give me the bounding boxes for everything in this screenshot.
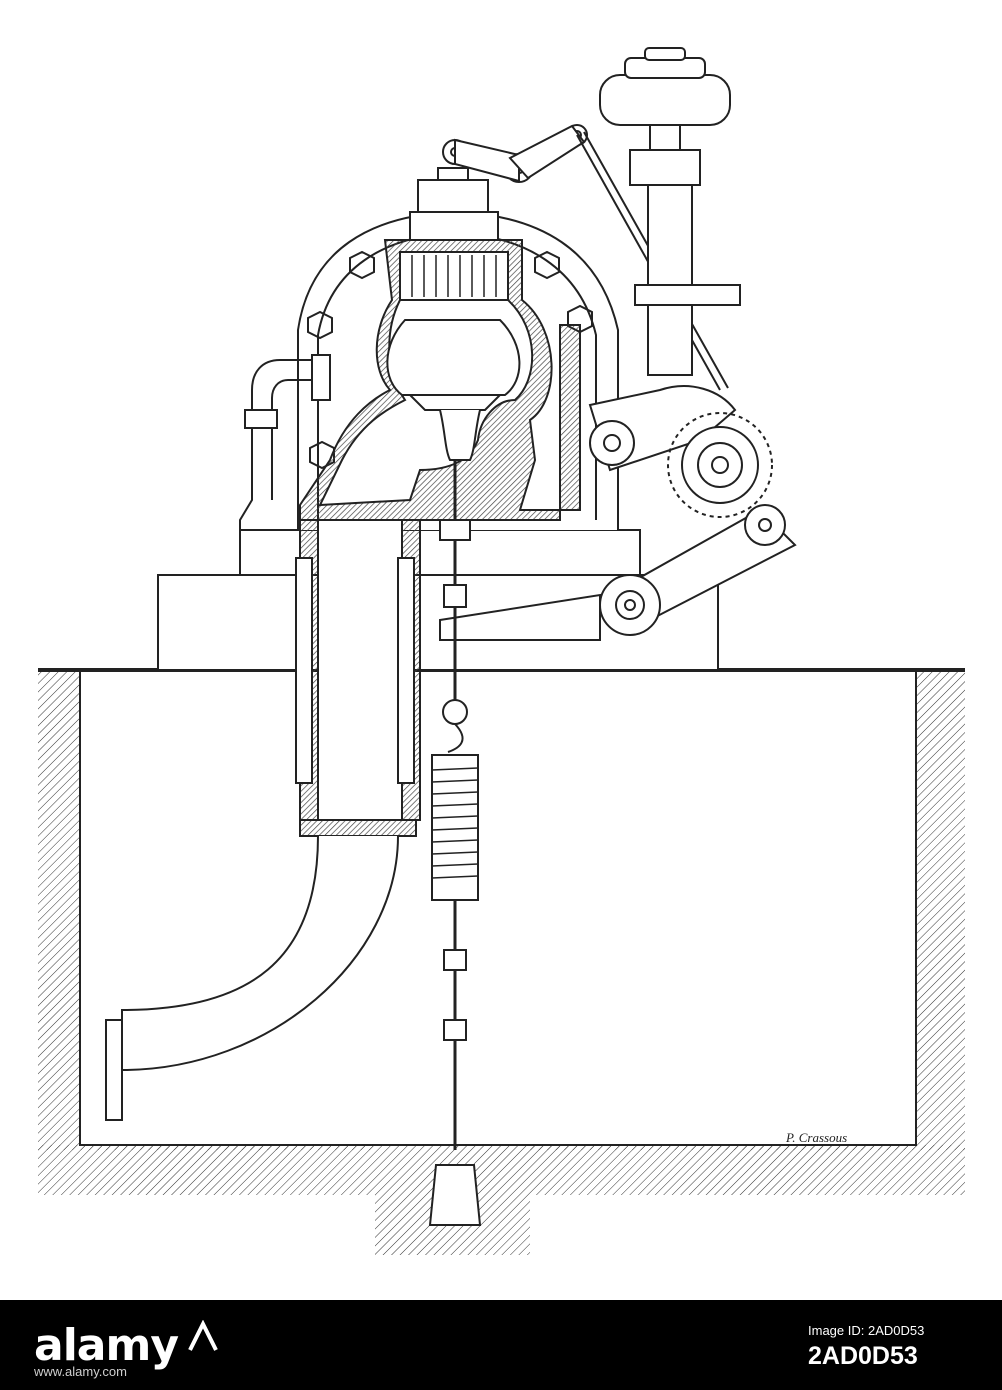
brand-logo-text: alamy xyxy=(34,1320,179,1371)
valve-chamber xyxy=(299,239,581,521)
engraving-illustration xyxy=(38,47,965,1255)
discharge-pipe xyxy=(105,519,421,1121)
brand-mark-icon xyxy=(188,1320,218,1351)
spring-rod xyxy=(428,460,482,1226)
linkage-levers xyxy=(442,124,729,391)
foundation-pit xyxy=(38,668,965,1255)
website-text: www.alamy.com xyxy=(34,1364,127,1379)
artist-signature: P. Crassous xyxy=(786,1130,848,1145)
side-pipe xyxy=(239,354,331,576)
image-id-number: 2AD0D53 xyxy=(808,1342,918,1370)
casing-bolts xyxy=(307,250,593,470)
valve-head xyxy=(409,167,499,241)
counterweight xyxy=(599,47,741,376)
image-id-label: Image ID: 2AD0D53 xyxy=(808,1323,925,1338)
watermark-bar xyxy=(0,1300,1002,1390)
rocker-arms xyxy=(439,385,797,641)
